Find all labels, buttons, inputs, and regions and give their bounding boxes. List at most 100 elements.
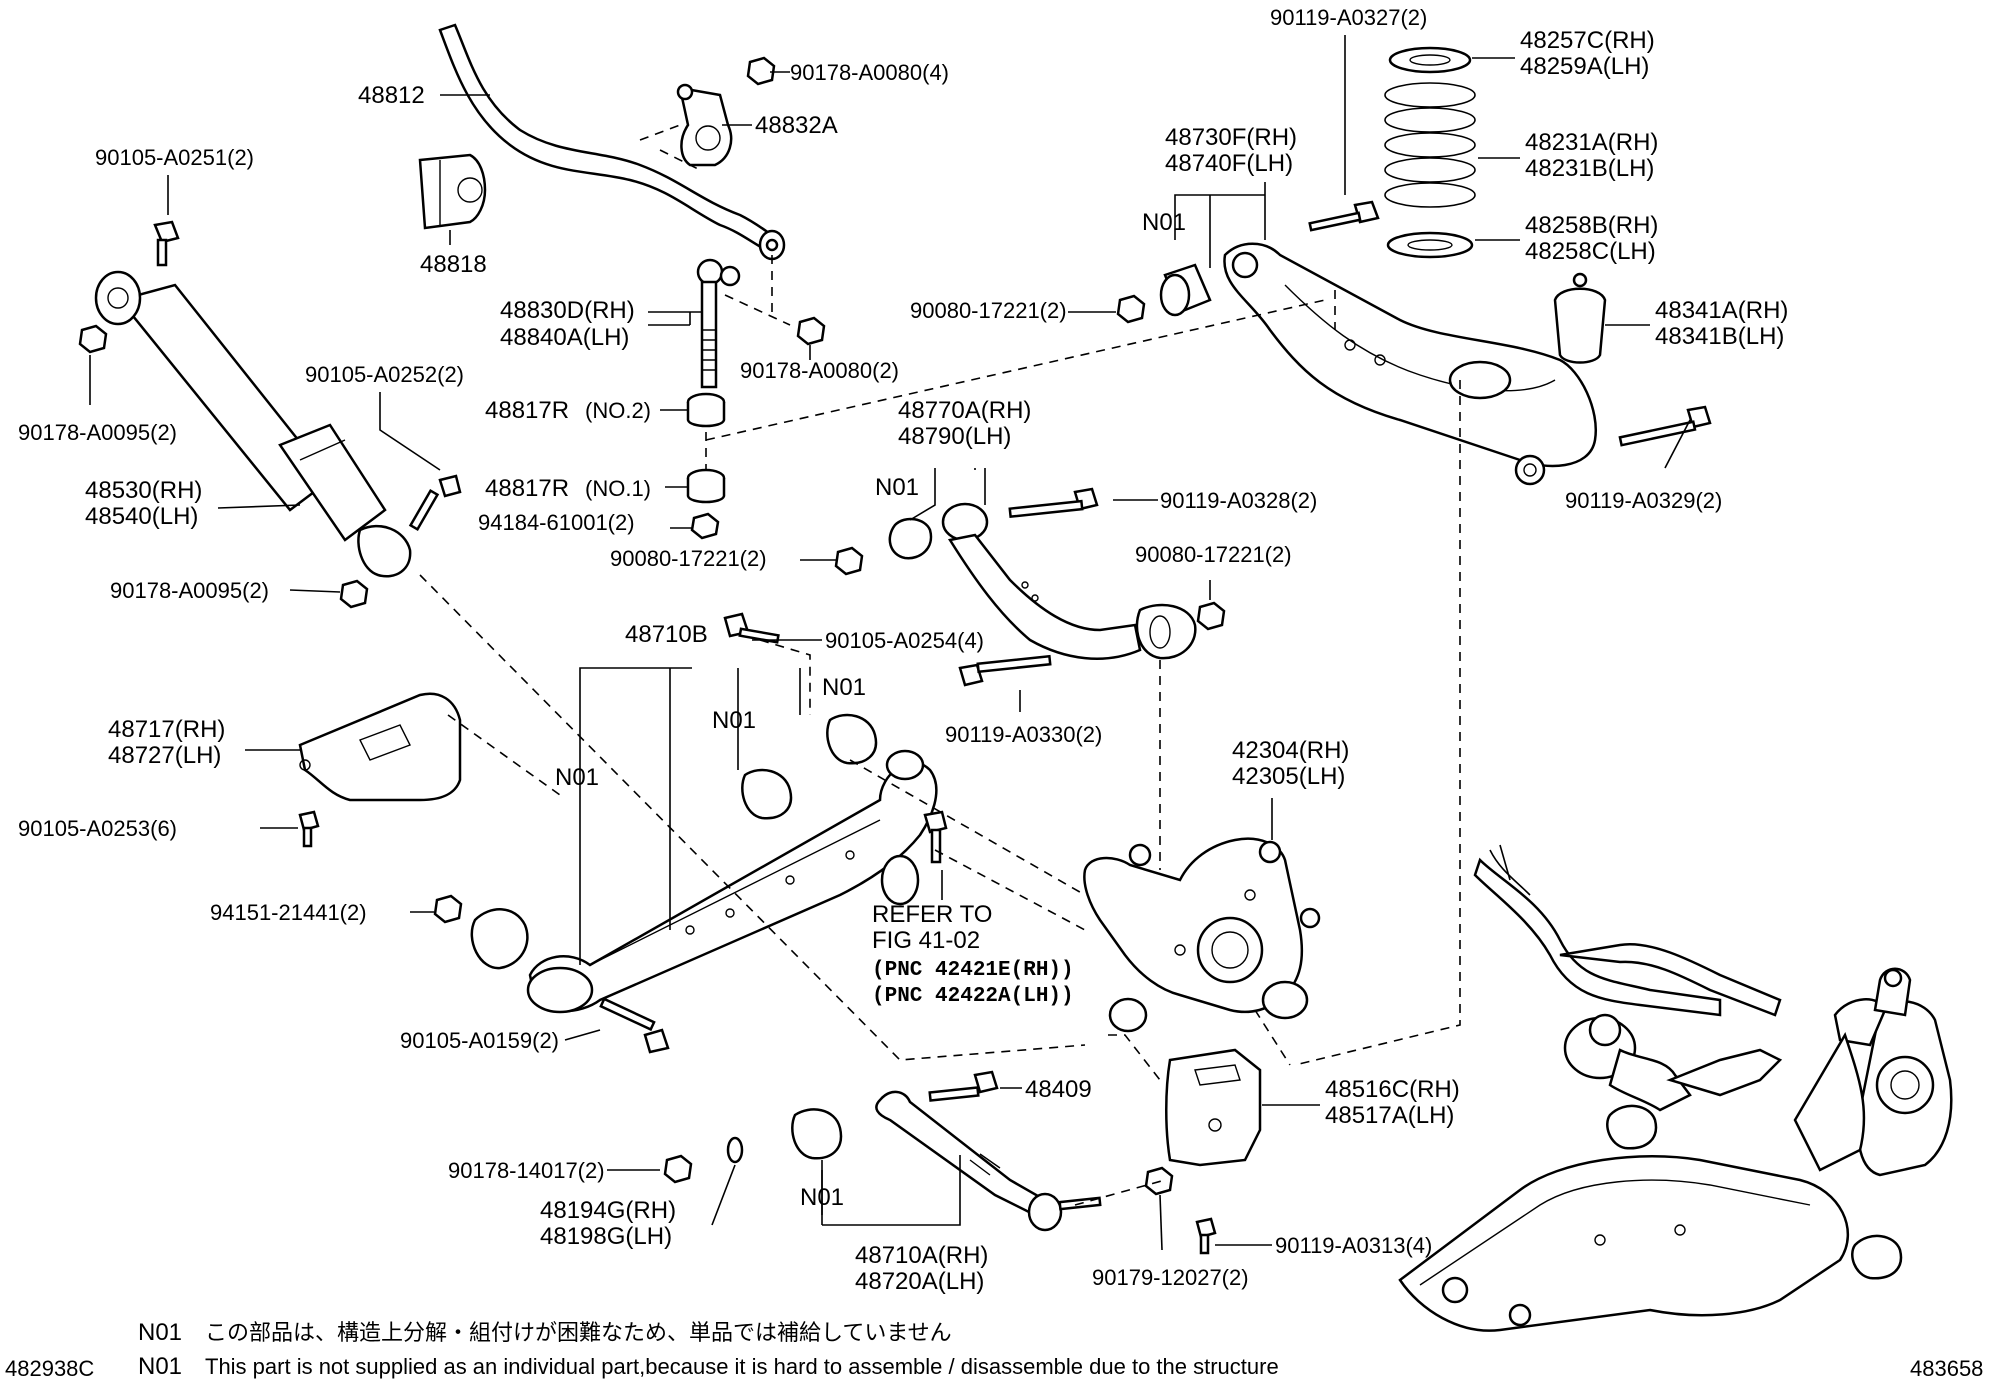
nut-90080-c [1196, 601, 1226, 631]
label-48530: 48530(RH) [85, 477, 202, 504]
label-n01-c: N01 [555, 764, 599, 791]
label-48516c: 48516C(RH) [1325, 1076, 1460, 1103]
nut-94151 [433, 894, 463, 924]
lower-arm-bushing-b [826, 713, 878, 765]
footer-notes: N01 この部品は、構造上分解・組付けが困難なため、単品では補給していません 4… [5, 1319, 1983, 1381]
label-48720a: 48720A(LH) [855, 1268, 984, 1295]
assembled-suspension-view [1398, 844, 1953, 1332]
label-n01-trailing: N01 [1142, 209, 1186, 236]
bolt-90105-a0254 [723, 612, 780, 644]
bolt-48409 [928, 1070, 999, 1102]
label-48341a: 48341A(RH) [1655, 297, 1788, 324]
label-42305: 42305(LH) [1232, 763, 1345, 790]
note-code-jp: N01 [138, 1319, 182, 1346]
label-48740f: 48740F(LH) [1165, 150, 1293, 177]
bolt-90105-a0159 [599, 997, 670, 1054]
lower-arm-bushing-a [741, 768, 793, 820]
label-90179: 90179-12027(2) [1092, 1265, 1249, 1290]
lower-arm-bushing-outer [470, 908, 529, 970]
label-90178-a0080-2: 90178-A0080(2) [740, 358, 899, 383]
toe-control-arm [875, 1090, 1063, 1232]
label-48231a: 48231A(RH) [1525, 129, 1658, 156]
label-48409: 48409 [1025, 1076, 1092, 1103]
bolt-90119-a0313 [1195, 1217, 1217, 1255]
label-94151: 94151-21441(2) [210, 900, 367, 925]
bolt-90105-a0251 [153, 220, 180, 267]
label-90119-a0313: 90119-A0313(4) [1275, 1233, 1432, 1258]
label-42304: 42304(RH) [1232, 737, 1349, 764]
label-pnc-rh: (PNC 42421E(RH)) [872, 959, 1074, 982]
bolt-90119-a0329 [1618, 405, 1712, 447]
label-90080-a: 90080-17221(2) [610, 546, 767, 571]
label-48717: 48717(RH) [108, 716, 225, 743]
label-48259a: 48259A(LH) [1520, 53, 1649, 80]
bolt-90105-a0252 [408, 474, 462, 532]
label-pnc-lh: (PNC 42422A(LH)) [872, 985, 1074, 1008]
label-n01-lower: N01 [800, 1184, 844, 1211]
nut-90080-b [1116, 294, 1146, 324]
link-bushing-no2 [686, 392, 726, 428]
label-90119-a0327: 90119-A0327(2) [1270, 5, 1427, 30]
label-48818: 48818 [420, 251, 487, 278]
label-48194g: 48194G(RH) [540, 1197, 676, 1224]
label-48790: 48790(LH) [898, 423, 1011, 450]
nut-90178-a0095-bottom [339, 579, 369, 609]
stabilizer-link [696, 258, 741, 389]
label-48231b: 48231B(LH) [1525, 155, 1654, 182]
label-48257c: 48257C(RH) [1520, 27, 1655, 54]
label-90178-a0095-top: 90178-A0095(2) [18, 420, 177, 445]
label-94184: 94184-61001(2) [478, 510, 635, 535]
label-no2: (NO.2) [585, 398, 651, 423]
bolt-refer-41-02 [923, 810, 948, 864]
label-48832a: 48832A [755, 112, 838, 139]
label-90105-a0252: 90105-A0252(2) [305, 362, 464, 387]
upper-arm-inner-bushing [888, 517, 933, 560]
label-90178-a0080-4: 90178-A0080(4) [790, 60, 949, 85]
label-48540: 48540(LH) [85, 503, 198, 530]
part-labels: 48812 90178-A0080(4) 48832A 48818 90105-… [18, 5, 1788, 1295]
label-48710a: 48710A(RH) [855, 1242, 988, 1269]
upper-control-arm [941, 502, 1142, 660]
link-bushing-no1 [686, 468, 726, 504]
nut-94184 [690, 512, 720, 540]
label-refer-to: REFER TO [872, 901, 992, 928]
bolt-90105-a0253 [298, 810, 320, 848]
figure-number-left: 482938C [5, 1356, 94, 1381]
label-90178-a0095-bottom: 90178-A0095(2) [110, 578, 269, 603]
label-48817r-no1: 48817R [485, 475, 569, 502]
note-code-en: N01 [138, 1353, 182, 1380]
label-n01-b: N01 [712, 707, 756, 734]
label-fig-41-02: FIG 41-02 [872, 927, 980, 954]
figure-number-right: 483658 [1910, 1356, 1983, 1381]
trailing-arm-bushing [1159, 263, 1212, 317]
label-90105-a0253: 90105-A0253(6) [18, 816, 177, 841]
coil-spring [1384, 82, 1476, 208]
nut-90178-a0080-link [796, 316, 826, 346]
label-48812: 48812 [358, 82, 425, 109]
label-no1: (NO.1) [585, 476, 651, 501]
nut-90178-a0095-top [78, 324, 108, 354]
lower-arm-bracket [298, 692, 462, 802]
label-48198g: 48198G(LH) [540, 1223, 672, 1250]
upper-arm-bushing [1135, 603, 1197, 660]
trailing-arm [1223, 242, 1598, 486]
label-48817r-no2: 48817R [485, 397, 569, 424]
label-90119-a0330: 90119-A0330(2) [945, 722, 1102, 747]
label-48517a: 48517A(LH) [1325, 1102, 1454, 1129]
label-90105-a0159: 90105-A0159(2) [400, 1028, 559, 1053]
label-48710b: 48710B [625, 621, 708, 648]
nut-90080-a [834, 546, 864, 576]
note-text-en: This part is not supplied as an individu… [205, 1354, 1279, 1379]
shock-absorber [94, 270, 412, 578]
label-48727: 48727(LH) [108, 742, 221, 769]
label-90119-a0328: 90119-A0328(2) [1160, 488, 1317, 513]
label-90178-14017: 90178-14017(2) [448, 1158, 605, 1183]
rear-axle-carrier [1083, 837, 1321, 1033]
label-90080-b: 90080-17221(2) [910, 298, 1067, 323]
label-48830d: 48830D(RH) [500, 297, 635, 324]
bolt-90119-a0327 [1308, 200, 1380, 232]
label-48341b: 48341B(LH) [1655, 323, 1784, 350]
label-48258c: 48258C(LH) [1525, 238, 1656, 265]
label-90105-a0251: 90105-A0251(2) [95, 145, 254, 170]
